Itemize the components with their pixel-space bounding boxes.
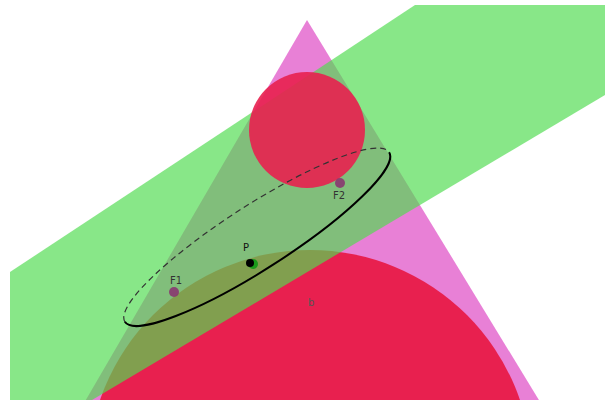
focus-point <box>335 178 345 188</box>
point-label: F1 <box>170 276 182 286</box>
point-label: P <box>243 243 249 253</box>
point-label: F2 <box>333 191 345 201</box>
ellipse-front <box>125 152 407 349</box>
upper-sphere <box>249 72 365 188</box>
point-label: b <box>308 298 314 308</box>
ellipse-back <box>108 125 390 322</box>
point-marker <box>246 259 254 267</box>
cutting-plane <box>10 5 605 400</box>
focus-point <box>169 287 179 297</box>
